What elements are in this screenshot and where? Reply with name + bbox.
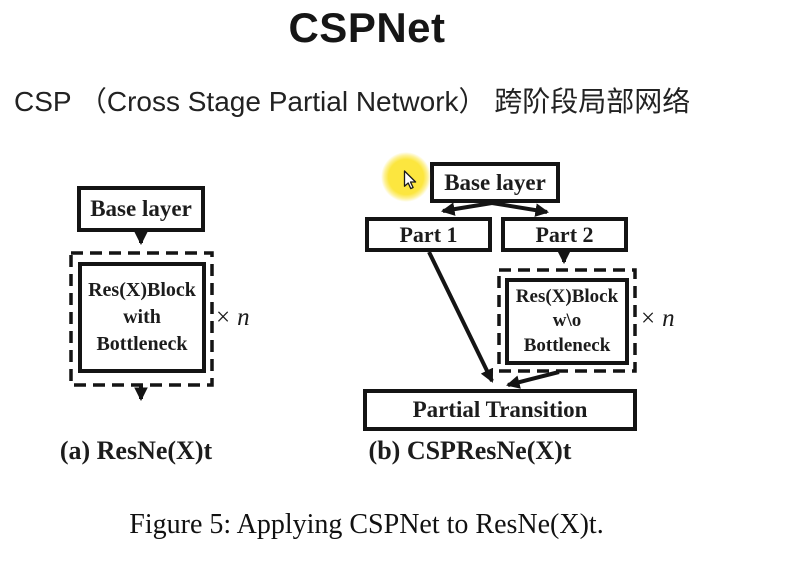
caption-diagram-a: (a) ResNe(X)t	[59, 436, 213, 465]
box-resblock-a: Res(X)Block with Bottleneck	[78, 262, 206, 373]
caption-diagram-b: (b) CSPResNe(X)t	[368, 436, 572, 465]
arrow-b-part1-to-transition	[427, 251, 494, 383]
resblock-a-line1: Res(X)Block	[88, 279, 196, 301]
box-part2: Part 2	[501, 217, 628, 252]
arrow-b-baselayer-to-part1	[440, 201, 493, 216]
repeat-variable: n	[237, 304, 250, 331]
slide-title: CSPNet	[288, 4, 446, 51]
box-part2-label: Part 2	[535, 221, 594, 247]
repeat-count-a: ×n	[216, 304, 250, 332]
slide-subtitle: CSP （Cross Stage Partial Network） 跨阶段局部网…	[14, 86, 691, 117]
figure-caption: Figure 5: Applying CSPNet to ResNe(X)t.	[129, 509, 604, 540]
resblock-a-line3: Bottleneck	[96, 333, 188, 355]
box-resblock-b: Res(X)Block w\o Bottleneck	[505, 278, 629, 365]
box-base-layer-b: Base layer	[430, 162, 560, 203]
resblock-a-line2: with	[123, 306, 161, 328]
box-part1-label: Part 1	[399, 221, 458, 247]
box-part1: Part 1	[365, 217, 492, 252]
box-base-layer-b-label: Base layer	[444, 169, 546, 195]
resblock-b-line2: w\o	[552, 310, 582, 332]
box-base-layer-a-label: Base layer	[90, 196, 192, 221]
box-base-layer-a: Base layer	[77, 186, 205, 232]
repeat-variable: n	[662, 305, 675, 332]
multiply-sign: ×	[216, 304, 231, 331]
box-partial-transition: Partial Transition	[363, 389, 637, 431]
repeat-count-b: ×n	[641, 305, 675, 333]
box-partial-transition-label: Partial Transition	[412, 397, 588, 422]
arrow-b-block-to-transition	[506, 370, 560, 389]
arrow-b-baselayer-to-part2	[491, 201, 550, 217]
mouse-cursor-icon	[403, 170, 417, 190]
resblock-b-line1: Res(X)Block	[515, 286, 619, 308]
resblock-b-line3: Bottleneck	[523, 334, 611, 356]
multiply-sign: ×	[641, 305, 656, 332]
